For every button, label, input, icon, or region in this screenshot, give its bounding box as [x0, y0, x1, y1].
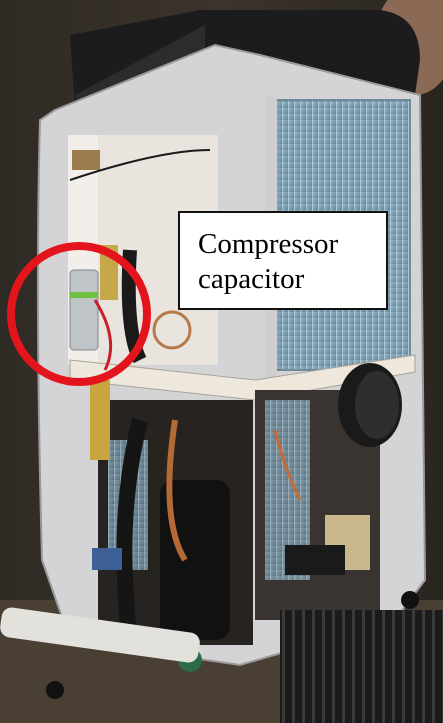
removed-panel — [0, 607, 200, 663]
suction-tube — [116, 418, 148, 641]
compressor-capacitor-label: Compressor capacitor — [178, 211, 388, 310]
copper-coil — [152, 310, 192, 350]
label-line-2: capacitor — [198, 263, 305, 295]
capacitor-highlight-circle — [7, 242, 151, 386]
capacitor-body — [69, 269, 99, 351]
compressor — [160, 480, 230, 640]
grill-panel — [280, 610, 443, 723]
label-line-1: Compressor — [198, 228, 339, 260]
